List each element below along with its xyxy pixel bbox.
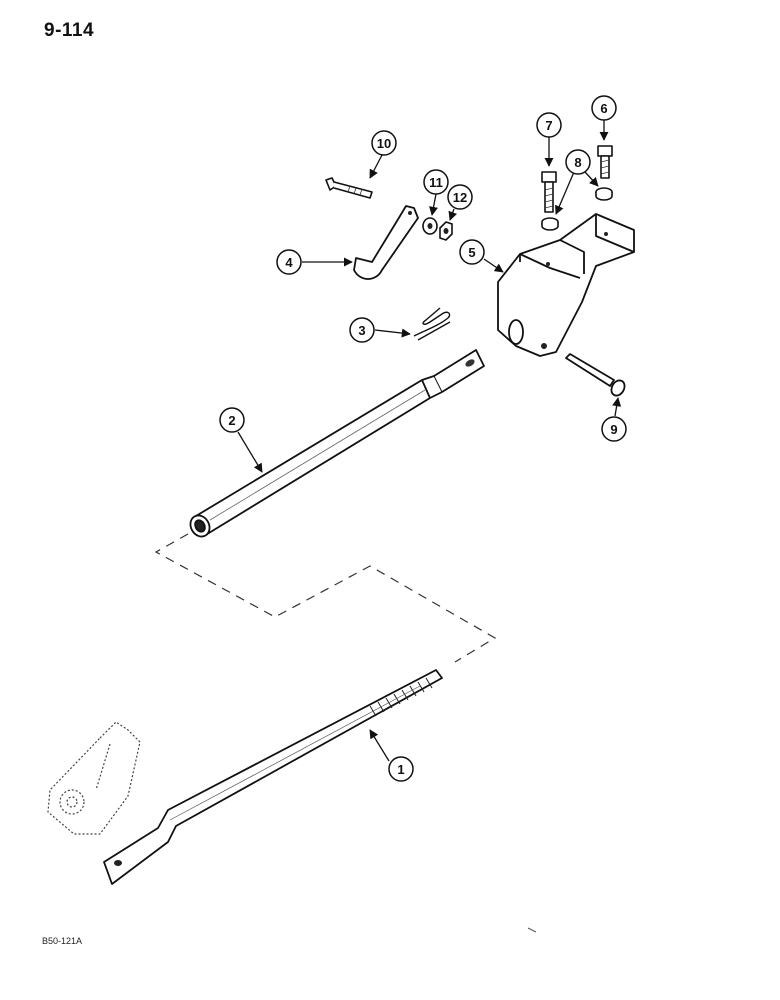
callout-3: 3: [349, 317, 375, 343]
callout-5-label: 5: [468, 245, 475, 260]
leader-3: [374, 328, 411, 338]
leader-lines: [237, 120, 622, 762]
part-threaded-rod: [103, 669, 443, 885]
callout-9-label: 9: [610, 422, 617, 437]
part-bolt-7: [541, 171, 557, 213]
part-pin: [565, 353, 626, 397]
callout-10: 10: [371, 130, 397, 156]
callout-8-label: 8: [574, 155, 581, 170]
part-washer-11: [422, 217, 438, 235]
callout-8: 8: [565, 149, 591, 175]
leader-12: [448, 208, 458, 221]
page-number: 9-114: [44, 20, 95, 41]
leader-2: [237, 431, 263, 473]
callout-2-label: 2: [228, 413, 235, 428]
stray-mark: [527, 927, 537, 933]
leader-8b: [584, 171, 599, 187]
leader-1: [369, 729, 390, 762]
callout-6: 6: [591, 95, 617, 121]
leader-10: [369, 154, 383, 179]
callout-5: 5: [459, 239, 485, 265]
callout-10-label: 10: [377, 136, 391, 151]
callout-1-label: 1: [397, 762, 404, 777]
callout-9: 9: [601, 416, 627, 442]
callout-7-label: 7: [545, 118, 552, 133]
callout-4: 4: [276, 249, 302, 275]
leader-8a: [555, 171, 575, 215]
part-nut-12: [439, 221, 453, 241]
callout-2: 2: [219, 407, 245, 433]
part-hook: [353, 205, 419, 280]
callout-1: 1: [388, 756, 414, 782]
part-bracket: [497, 213, 635, 357]
part-tube: [189, 349, 485, 538]
callout-7: 7: [536, 112, 562, 138]
leader-5: [483, 258, 504, 273]
leader-9: [612, 397, 622, 417]
leader-11: [429, 193, 439, 216]
callout-3-label: 3: [358, 323, 365, 338]
callout-4-label: 4: [285, 255, 293, 270]
callout-12: 12: [447, 184, 473, 210]
part-washers-8: [541, 187, 613, 231]
callout-11-label: 11: [429, 175, 443, 190]
ghost-yoke: [47, 721, 141, 835]
dashed-connector: [154, 533, 497, 663]
callout-11: 11: [423, 169, 449, 195]
part-hairpin-clip: [413, 307, 451, 341]
callout-12-label: 12: [453, 190, 467, 205]
callout-6-label: 6: [600, 101, 607, 116]
part-bolt-10: [325, 177, 373, 199]
part-bolt-6: [597, 145, 613, 179]
reference-code: B50-121A: [42, 936, 83, 946]
